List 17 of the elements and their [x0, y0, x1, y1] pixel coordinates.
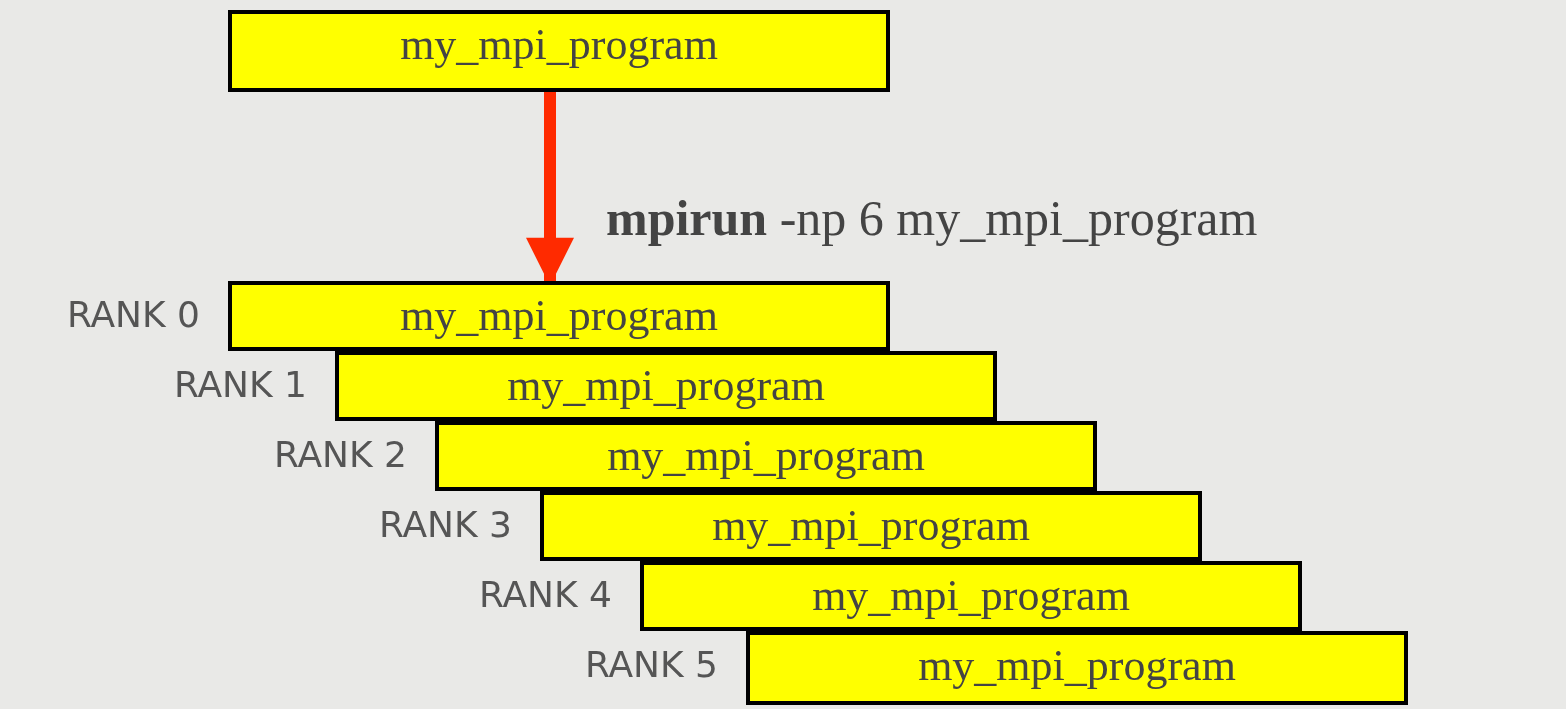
program-name: my_mpi_program [400, 20, 718, 70]
program-box [746, 631, 1408, 705]
program-box [228, 281, 890, 351]
rank-label: RANK 5 [584, 643, 718, 687]
program-name: my_mpi_program [607, 431, 925, 481]
program-box [228, 10, 890, 92]
program-name: my_mpi_program [712, 501, 1030, 551]
program-name: my_mpi_program [918, 641, 1236, 691]
rank-label: RANK 1 [173, 363, 307, 407]
edge-label: mpirun -np 6 my_mpi_program [606, 189, 1258, 248]
rank-label: RANK 2 [273, 433, 407, 477]
program-name: my_mpi_program [400, 291, 718, 341]
rank-label: RANK 0 [66, 293, 200, 337]
program-name: my_mpi_program [812, 571, 1130, 621]
rank-label: RANK 3 [378, 503, 512, 547]
rank-label: RANK 4 [478, 573, 612, 617]
program-name: my_mpi_program [507, 361, 825, 411]
